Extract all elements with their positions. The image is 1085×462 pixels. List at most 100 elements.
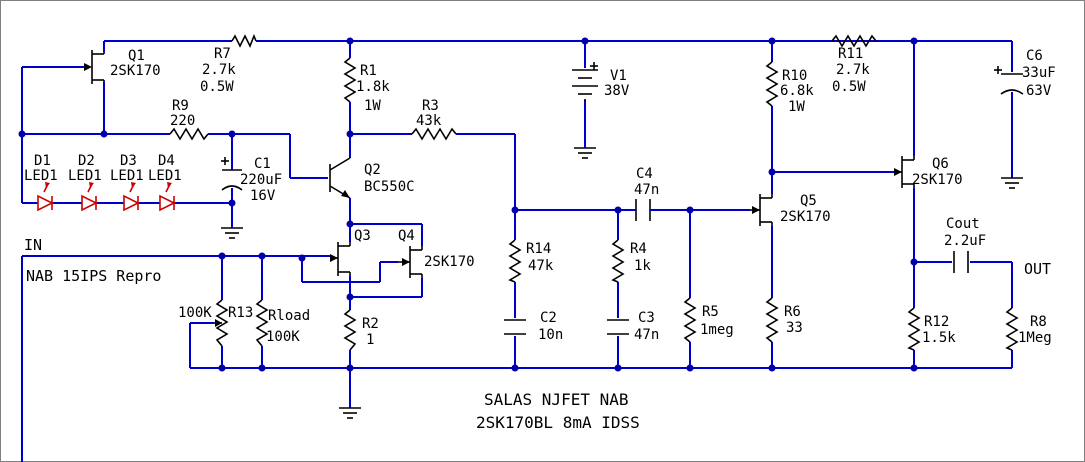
r1-ref: R1 bbox=[360, 63, 377, 79]
c6-capacitor bbox=[994, 66, 1024, 95]
wires bbox=[21, 40, 1013, 462]
r9-value: 220 bbox=[170, 113, 195, 129]
c1-capacitor bbox=[221, 157, 243, 191]
r8-resistor bbox=[1005, 307, 1019, 351]
cout-ref: Cout bbox=[946, 216, 980, 232]
q4-jfet bbox=[398, 246, 423, 278]
r10-resistor bbox=[765, 61, 779, 107]
q3-jfet bbox=[330, 242, 351, 276]
r10-rating: 1W bbox=[788, 99, 805, 115]
q4-value: 2SK170 bbox=[424, 254, 475, 270]
c6-rating: 63V bbox=[1026, 83, 1052, 99]
q5-ref: Q5 bbox=[800, 193, 817, 209]
d4-value: LED1 bbox=[148, 168, 182, 184]
led-d3 bbox=[123, 182, 140, 212]
r11-ref: R11 bbox=[838, 46, 863, 62]
r4-ref: R4 bbox=[630, 241, 647, 257]
r5-value: 1meg bbox=[700, 322, 734, 338]
component-labels: Q1 2SK170 R7 2.7k 0.5W R9 220 D1 LED1 D2… bbox=[24, 46, 1056, 348]
r2-resistor bbox=[343, 309, 357, 351]
r9-ref: R9 bbox=[172, 98, 189, 114]
r6-value: 33 bbox=[786, 320, 803, 336]
schematic-title: SALAS NJFET NAB bbox=[484, 390, 629, 409]
r1-rating: 1W bbox=[364, 98, 381, 114]
r3-resistor bbox=[411, 127, 457, 141]
r14-ref: R14 bbox=[526, 241, 551, 257]
r3-value: 43k bbox=[416, 113, 442, 129]
r11-resistor bbox=[831, 34, 877, 48]
r7-ref: R7 bbox=[214, 46, 231, 62]
cout-capacitor bbox=[953, 251, 969, 273]
q1-value: 2SK170 bbox=[110, 63, 161, 79]
r9-resistor bbox=[169, 127, 209, 141]
r12-resistor bbox=[907, 307, 921, 351]
r14-resistor bbox=[508, 239, 522, 283]
led-d1 bbox=[37, 182, 54, 212]
r12-value: 1.5k bbox=[922, 330, 956, 346]
q1-ref: Q1 bbox=[128, 48, 145, 64]
rload-value: 100K bbox=[266, 329, 300, 345]
r1-value: 1.8k bbox=[356, 79, 390, 95]
led-d4 bbox=[159, 182, 176, 212]
c4-ref: C4 bbox=[636, 166, 653, 182]
v1-value: 38V bbox=[604, 83, 630, 99]
q5-jfet bbox=[750, 194, 773, 226]
v1-ref: V1 bbox=[610, 68, 627, 84]
led-d2 bbox=[81, 182, 98, 212]
d3-ref: D3 bbox=[120, 153, 137, 169]
r7-rating: 0.5W bbox=[200, 79, 234, 95]
r11-rating: 0.5W bbox=[832, 79, 866, 95]
q6-ref: Q6 bbox=[932, 156, 949, 172]
q6-value: 2SK170 bbox=[912, 172, 963, 188]
q6-jfet bbox=[894, 156, 915, 188]
r6-ref: R6 bbox=[784, 304, 801, 320]
r4-resistor bbox=[611, 239, 625, 283]
output-label: OUT bbox=[1024, 260, 1051, 278]
r13-potentiometer bbox=[215, 299, 229, 347]
c1-rating: 16V bbox=[250, 188, 276, 204]
r10-ref: R10 bbox=[782, 68, 807, 84]
q2-bjt bbox=[329, 157, 351, 199]
c2-value: 10n bbox=[538, 327, 563, 343]
c2-ref: C2 bbox=[540, 310, 557, 326]
r13-wiper-head bbox=[215, 319, 222, 327]
c1-value: 220uF bbox=[240, 172, 282, 188]
c2-capacitor bbox=[504, 319, 526, 335]
c1-ref: C1 bbox=[254, 156, 271, 172]
schematic-subtitle: 2SK170BL 8mA IDSS bbox=[476, 413, 640, 432]
r3-ref: R3 bbox=[422, 98, 439, 114]
r2-ref: R2 bbox=[362, 316, 379, 332]
r8-ref: R8 bbox=[1030, 314, 1047, 330]
c3-value: 47n bbox=[634, 327, 659, 343]
c4-value: 47n bbox=[634, 182, 659, 198]
r13-ref: R13 bbox=[228, 305, 253, 321]
v1-battery bbox=[572, 62, 598, 101]
c6-value: 33uF bbox=[1022, 65, 1056, 81]
d1-value: LED1 bbox=[24, 168, 58, 184]
c4-capacitor bbox=[630, 199, 656, 221]
r7-value: 2.7k bbox=[202, 62, 236, 78]
r12-ref: R12 bbox=[924, 314, 949, 330]
r7-resistor bbox=[231, 33, 257, 48]
rload-ref: Rload bbox=[268, 308, 310, 324]
d2-ref: D2 bbox=[78, 153, 95, 169]
q3-ref: Q3 bbox=[354, 228, 371, 244]
r11-value: 2.7k bbox=[836, 62, 870, 78]
q2-value: BC550C bbox=[364, 179, 415, 195]
c3-capacitor bbox=[607, 319, 629, 335]
c6-ref: C6 bbox=[1026, 48, 1043, 64]
junction-dots bbox=[18, 37, 918, 372]
r13-value: 100K bbox=[178, 305, 212, 321]
q2-ref: Q2 bbox=[364, 162, 381, 178]
d2-value: LED1 bbox=[68, 168, 102, 184]
r6-resistor bbox=[765, 297, 779, 343]
q1-jfet bbox=[84, 50, 105, 84]
r8-value: 1Meg bbox=[1018, 330, 1052, 346]
d1-ref: D1 bbox=[34, 153, 51, 169]
d3-value: LED1 bbox=[110, 168, 144, 184]
input-note: NAB 15IPS Repro bbox=[26, 267, 161, 285]
r1-resistor bbox=[343, 57, 357, 103]
c3-ref: C3 bbox=[638, 310, 655, 326]
d4-ref: D4 bbox=[158, 153, 175, 169]
